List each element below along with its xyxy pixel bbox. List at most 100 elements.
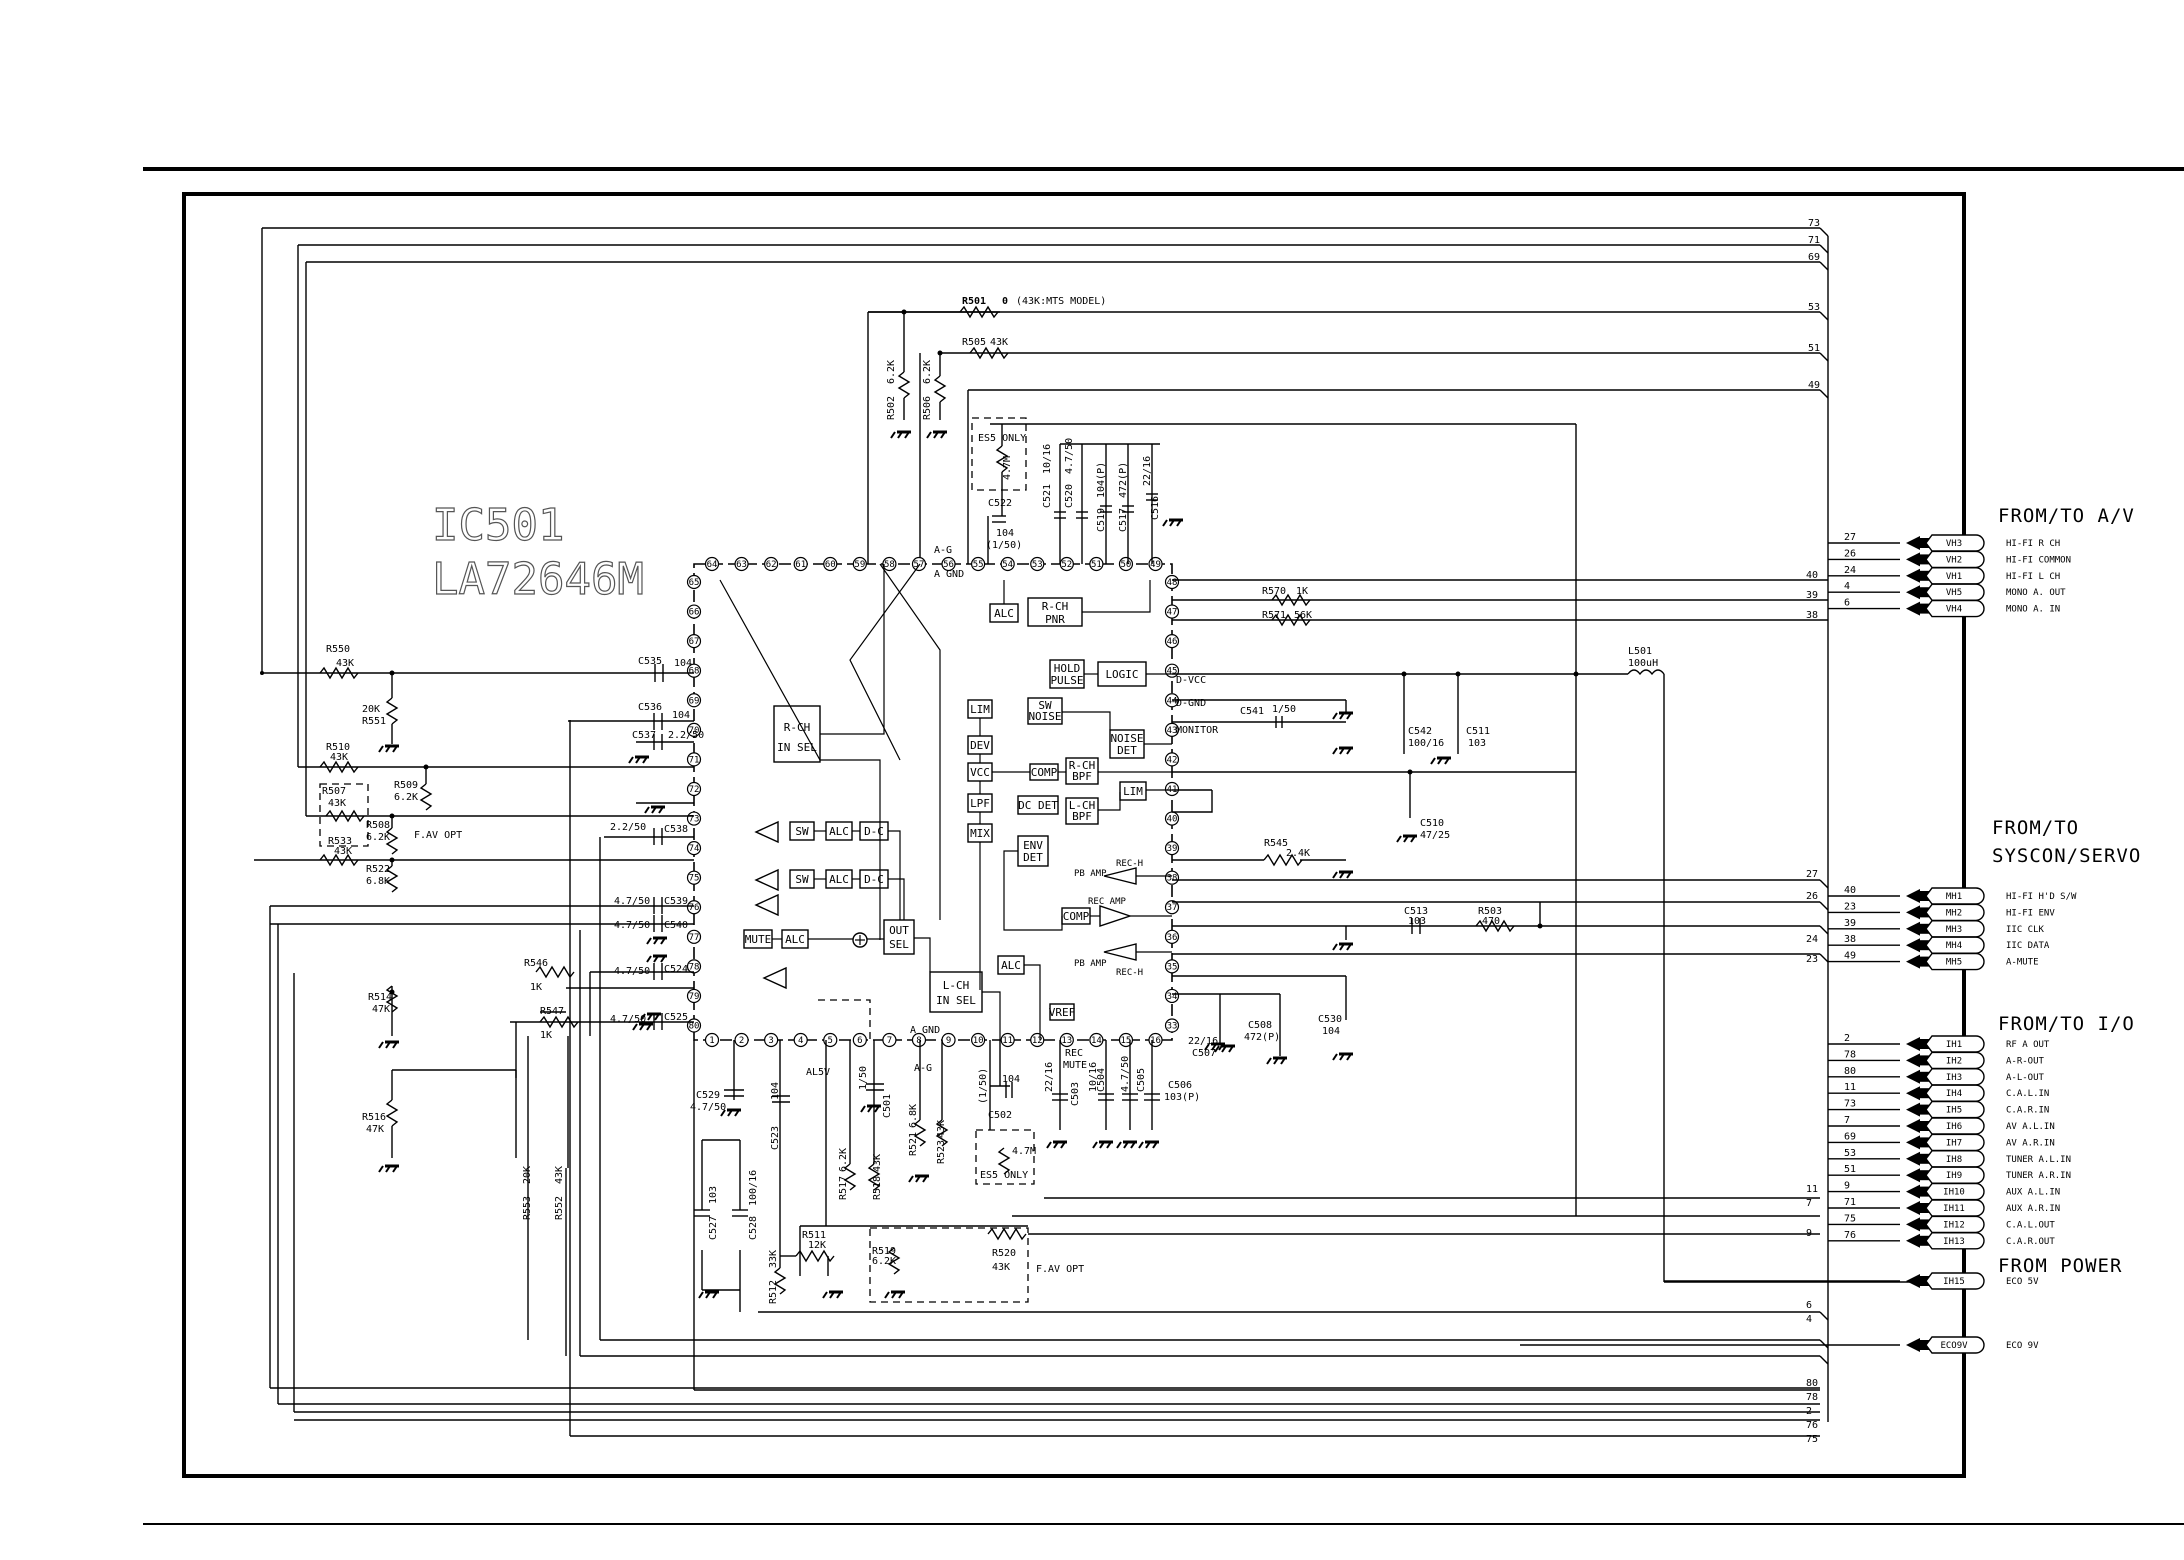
block-lch-bpf [1065, 797, 1099, 825]
ground-icon [1332, 1052, 1353, 1061]
arrow-icon [1906, 905, 1920, 920]
svg-text:R506: R506 [922, 396, 933, 420]
svg-text:4.7/50: 4.7/50 [614, 920, 650, 931]
connector-signal: A-L-OUT [2006, 1073, 2045, 1083]
ic-pin-left-6 [686, 722, 702, 737]
svg-text:2.4K: 2.4K [1286, 848, 1310, 859]
svg-text:47K: 47K [372, 1004, 390, 1015]
svg-text:43K: 43K [872, 1154, 883, 1172]
connector-wire-number: 69 [1844, 1131, 1856, 1142]
connector-wire-number: 73 [1844, 1099, 1856, 1110]
svg-text:C517: C517 [1118, 508, 1129, 532]
connector-signal: AUX A.L.IN [2006, 1188, 2060, 1198]
ic-pin-number: 12 [1032, 1036, 1043, 1046]
svg-text:10/16: 10/16 [1042, 444, 1053, 474]
ic-pin-right-3 [1164, 634, 1180, 649]
arrow-icon [1906, 1233, 1920, 1248]
arrow-icon [1906, 568, 1920, 583]
connector-wire-number: 11 [1844, 1082, 1856, 1093]
connector-id: IH11 [1943, 1204, 1965, 1214]
ground-icon [1396, 834, 1417, 843]
connector-signal: C.A.L.OUT [2006, 1220, 2055, 1230]
connector-pin-box [1925, 952, 1985, 971]
connector-signal: A-R-OUT [2006, 1056, 2045, 1066]
svg-text:6.2K: 6.2K [872, 1256, 896, 1267]
svg-text:COMP: COMP [1031, 766, 1058, 779]
svg-text:C538: C538 [664, 824, 688, 835]
ic-pin-bottom-15 [1118, 1032, 1134, 1048]
connector-id: MH5 [1946, 958, 1962, 968]
ic-pin-number: 75 [689, 874, 700, 884]
ground-icon [884, 1290, 905, 1299]
buffer-2 [754, 868, 779, 892]
svg-text:R570: R570 [1262, 586, 1286, 597]
ground-symbols [378, 430, 1451, 1299]
svg-text:R519: R519 [872, 1246, 896, 1257]
svg-text:SW: SW [795, 825, 809, 838]
svg-text:1/50: 1/50 [858, 1066, 869, 1090]
svg-text:BPF: BPF [1072, 810, 1092, 823]
svg-text:R-CH: R-CH [784, 721, 811, 734]
svg-text:4.7/50: 4.7/50 [614, 896, 650, 907]
svg-text:43K: 43K [554, 1166, 565, 1184]
svg-text:78: 78 [1806, 1392, 1818, 1403]
svg-text:D-C: D-C [864, 825, 884, 838]
ic-pin-right-12 [1164, 900, 1180, 915]
block-lim-right [1119, 781, 1147, 801]
ic-pin-number: 50 [1121, 560, 1132, 570]
ground-icon [860, 1104, 881, 1113]
ic-pin-number: 39 [1167, 844, 1178, 854]
svg-text:4.7M: 4.7M [1012, 1146, 1036, 1157]
ic-pin-number: 71 [689, 755, 700, 765]
svg-text:MUTE: MUTE [745, 933, 772, 946]
coupling-caps [653, 713, 663, 1030]
ic-pin-number: 59 [854, 560, 865, 570]
bus-number-51: 51 [1808, 343, 1820, 354]
connector-wire-number: 7 [1844, 1115, 1850, 1126]
bus-number-71: 71 [1808, 235, 1820, 246]
svg-text:NOISE: NOISE [1110, 732, 1143, 745]
svg-text:43K: 43K [330, 752, 348, 763]
ic-pin-left-3 [686, 634, 702, 649]
ic-pin-number: 72 [689, 785, 700, 795]
block-rch-in-sel [773, 705, 821, 763]
connector-wire-number: 6 [1844, 598, 1850, 609]
svg-text:C506: C506 [1168, 1080, 1192, 1091]
svg-text:C503: C503 [1070, 1082, 1081, 1106]
ic-pin-number: 10 [973, 1036, 984, 1046]
ic-pin-number: 33 [1167, 1022, 1178, 1032]
connector-signal: TUNER A.L.IN [2006, 1155, 2071, 1165]
connector-wire-number: 75 [1844, 1213, 1856, 1224]
svg-text:4: 4 [1806, 1314, 1812, 1325]
ic-pin-number: 34 [1167, 992, 1178, 1002]
ground-icon [628, 755, 649, 764]
svg-text:IN SEL: IN SEL [936, 994, 976, 1007]
ic-pin-top-2 [734, 556, 749, 572]
ic-pin-number: 69 [689, 696, 700, 706]
svg-text:R514: R514 [368, 992, 392, 1003]
ic-pin-number: 65 [689, 578, 700, 588]
arrow-icon [1906, 1168, 1920, 1183]
svg-text:C525: C525 [664, 1012, 688, 1023]
svg-text:(1/50): (1/50) [986, 540, 1022, 551]
ic-pin-number: 14 [1091, 1036, 1102, 1046]
svg-text:4.7/50: 4.7/50 [614, 966, 650, 977]
ic-pin-number: 3 [768, 1036, 773, 1046]
ic-pin-number: 76 [689, 903, 700, 913]
svg-text:C522: C522 [988, 498, 1012, 509]
ic-pin-number: 47 [1167, 608, 1178, 618]
svg-text:R509: R509 [394, 780, 418, 791]
svg-text:100/16: 100/16 [748, 1170, 759, 1206]
connector-pin-box [1925, 599, 1985, 618]
ic-pin-right-6 [1164, 722, 1180, 737]
arrow-icon [1906, 601, 1920, 616]
